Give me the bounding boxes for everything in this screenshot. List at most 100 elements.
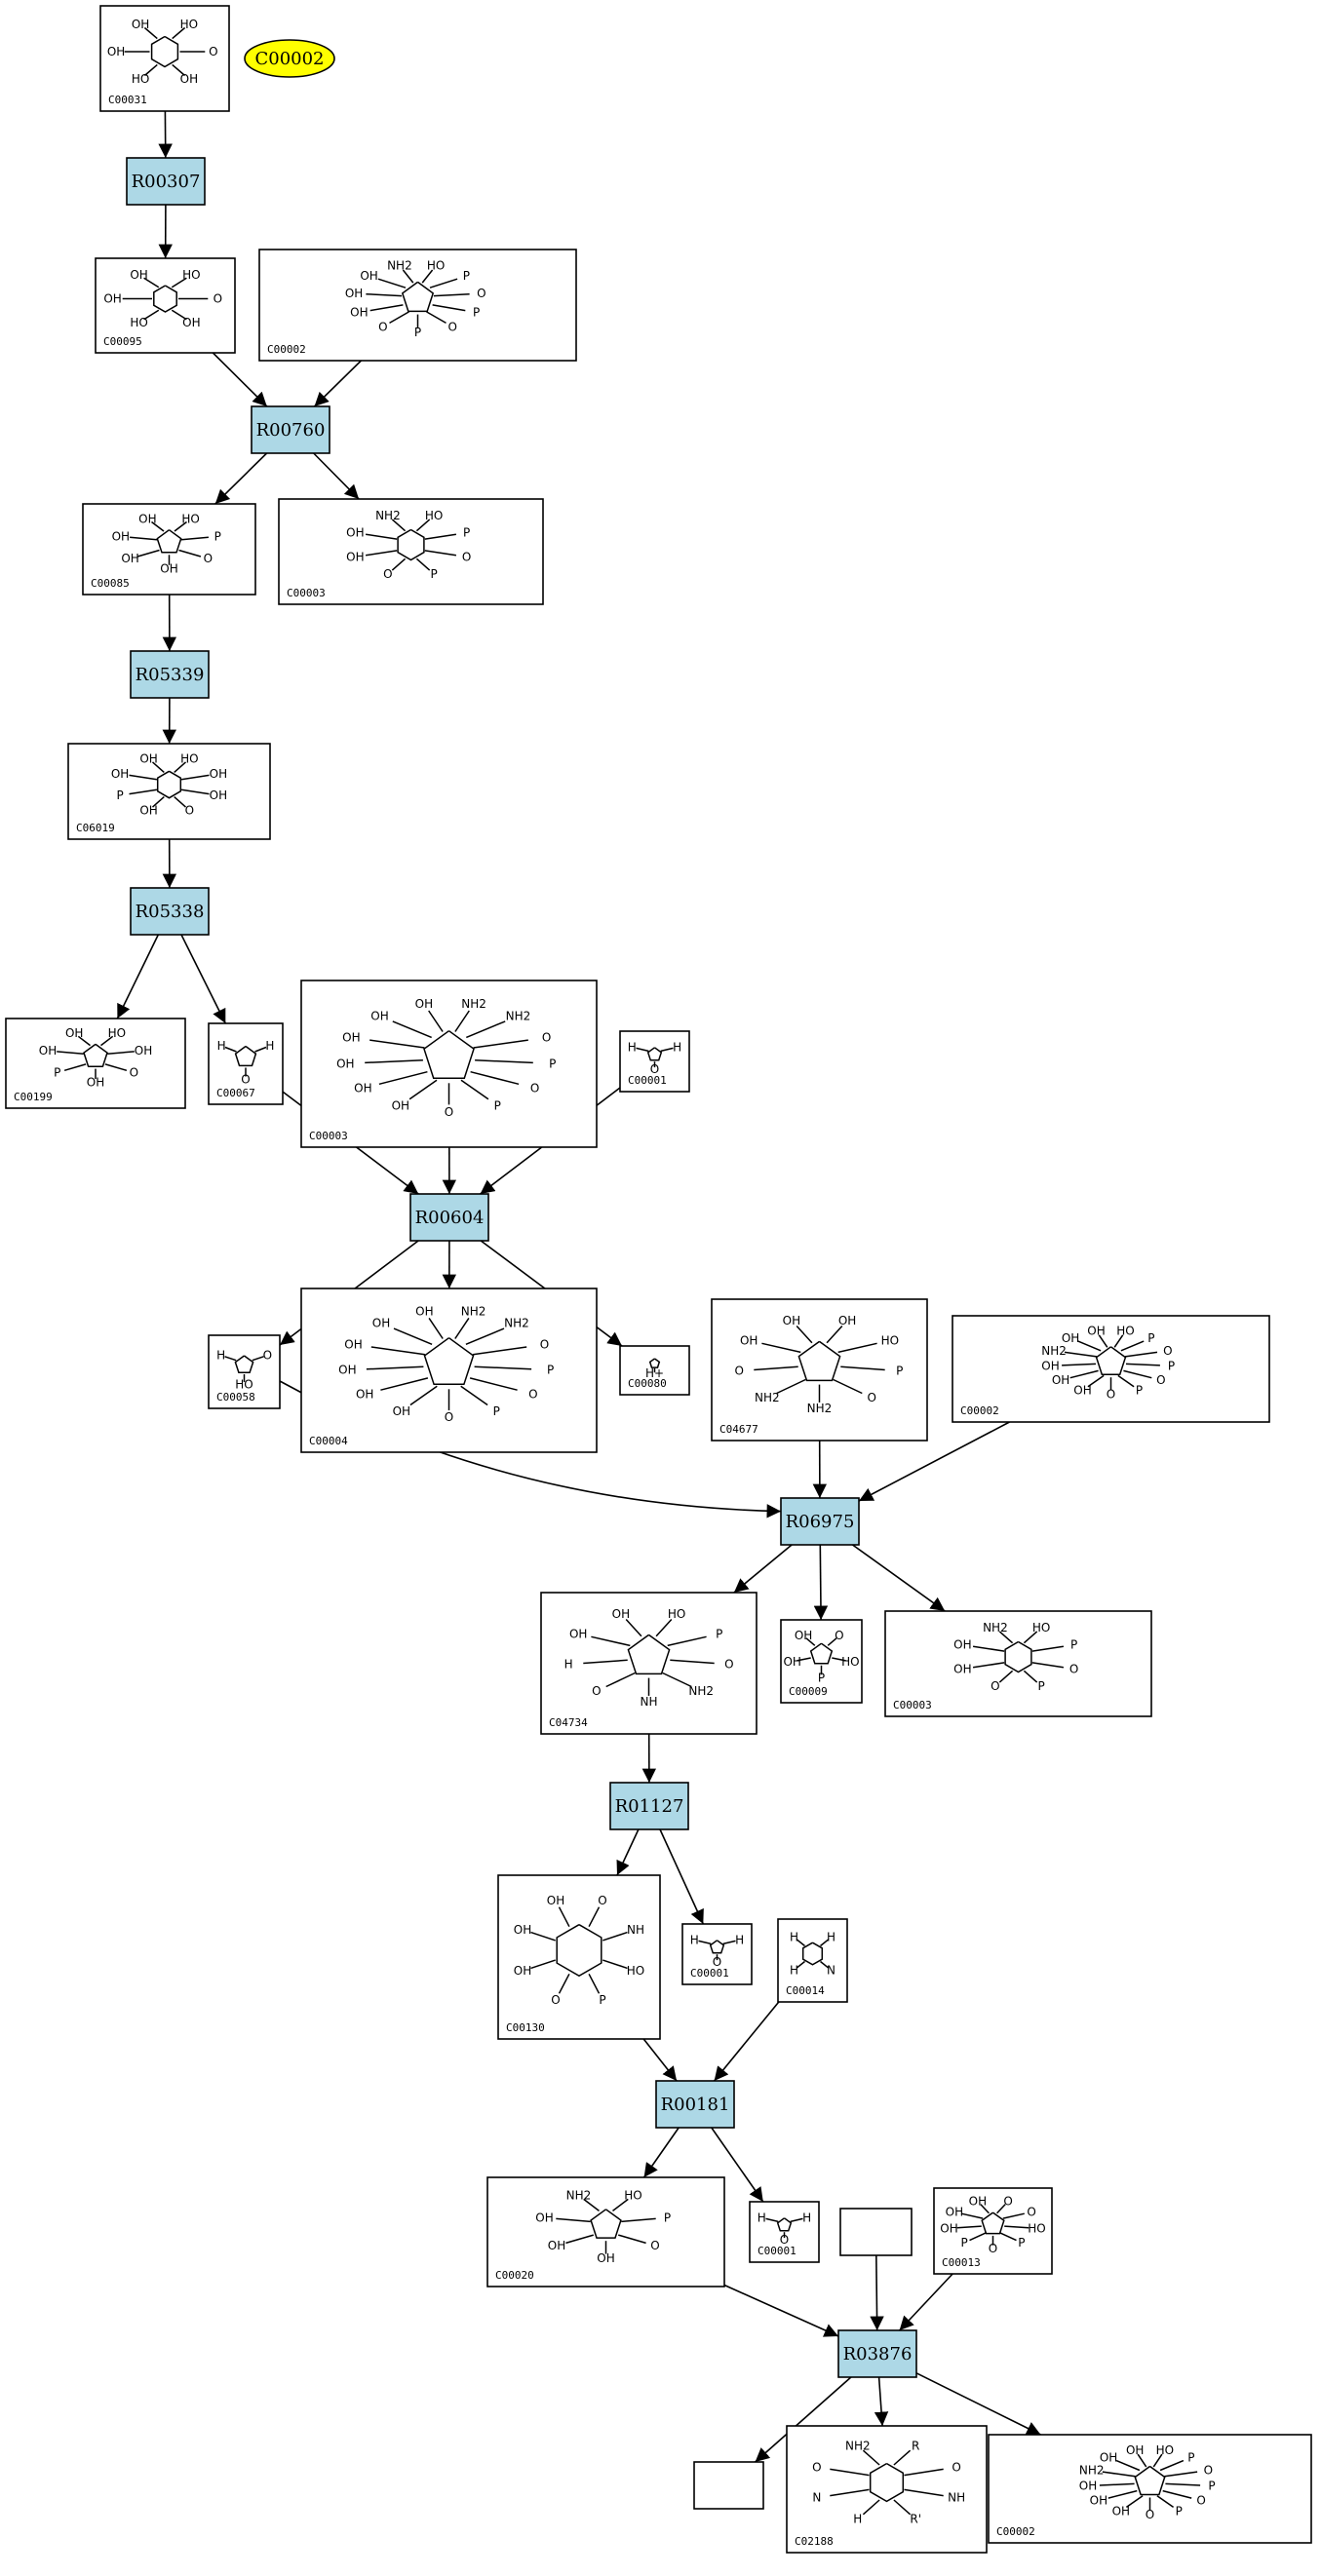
reaction-node[interactable]: R05338: [130, 887, 210, 936]
highlight-node[interactable]: C00002: [244, 39, 335, 78]
atom-label: OH: [360, 269, 377, 283]
atom-label: OH: [342, 1031, 360, 1045]
compound-node[interactable]: [839, 2208, 913, 2256]
atom-label: HO: [132, 72, 149, 86]
compound-node[interactable]: [693, 2461, 764, 2510]
atom-bond: [408, 1079, 438, 1100]
compound-id-label: C00058: [216, 1391, 255, 1403]
atom-bond: [670, 1659, 715, 1665]
atom-label: P: [664, 2211, 671, 2224]
atom-label: OH: [597, 2251, 614, 2265]
ring-bond: [234, 1045, 257, 1067]
atom-bond: [252, 1356, 264, 1362]
atom-label: OH: [1112, 2504, 1130, 2518]
reaction-id-label: R00760: [256, 420, 326, 441]
atom-label: HO: [881, 1333, 899, 1347]
atom-label: OH: [356, 1387, 373, 1401]
atom-bond: [796, 1325, 813, 1344]
atom-label: OH: [39, 1044, 57, 1057]
atom-label: P: [1187, 2450, 1194, 2464]
reaction-arrow: [642, 2038, 678, 2082]
reaction-box: [130, 887, 210, 936]
atom-label: OH: [354, 1082, 371, 1096]
atom-bond: [754, 1365, 798, 1371]
reaction-arrow: [755, 2376, 852, 2463]
atom-label: O: [204, 552, 213, 565]
atom-bond: [143, 26, 158, 40]
atom-label: H: [564, 1658, 573, 1672]
atom-bond: [432, 304, 466, 312]
reaction-node[interactable]: R05339: [130, 650, 210, 699]
compound-node[interactable]: H+C00080: [619, 1345, 690, 1396]
atom-bond: [605, 1672, 636, 1688]
reaction-node[interactable]: R00604: [409, 1193, 489, 1242]
ring-bond: [556, 1924, 602, 1978]
compound-id-label: C00001: [690, 1967, 729, 1980]
atom-bond: [421, 269, 434, 284]
atom-bond: [660, 1047, 674, 1053]
reaction-node[interactable]: R00760: [251, 405, 330, 454]
atom-label: O: [952, 2460, 960, 2474]
reaction-arrow: [616, 1828, 640, 1876]
atom-label: P: [896, 1365, 903, 1378]
atom-label: H: [802, 2211, 811, 2224]
reaction-node[interactable]: R06975: [780, 1497, 860, 1546]
atom-label: R': [910, 2513, 921, 2526]
atom-label: O: [214, 292, 222, 306]
atom-label: OH: [1079, 2480, 1097, 2493]
atom-label: OH: [87, 1076, 104, 1090]
atom-bond: [556, 2217, 591, 2223]
atom-bond: [370, 1346, 426, 1356]
reaction-node[interactable]: R01127: [609, 1782, 689, 1830]
atom-label: H: [790, 1963, 798, 1977]
atom-label: OH: [783, 1655, 800, 1669]
atom-label: NH: [641, 1695, 658, 1709]
atom-bond: [424, 533, 457, 540]
atom-bond: [1064, 1351, 1098, 1358]
atom-label: O: [528, 1387, 537, 1401]
atom-bond: [1004, 2225, 1030, 2229]
atom-label: OH: [138, 512, 156, 525]
atom-bond: [588, 1906, 601, 1928]
reaction-arrow: [723, 2284, 839, 2337]
atom-bond: [1125, 2495, 1144, 2509]
reaction-arrow: [713, 2001, 780, 2082]
atom-label: O: [209, 45, 217, 58]
atom-bond: [143, 277, 160, 288]
atom-bond: [377, 278, 407, 288]
reaction-node[interactable]: R00181: [655, 2080, 735, 2129]
atom-label: OH: [393, 1404, 410, 1418]
atom-label: O: [1204, 2464, 1213, 2478]
reaction-node[interactable]: R00307: [126, 157, 206, 206]
atom-bond: [1102, 2471, 1136, 2478]
atom-label: HO: [1032, 1621, 1050, 1634]
atom-label: OH: [350, 305, 368, 319]
atom-bond: [667, 1635, 707, 1647]
reaction-node[interactable]: R03876: [837, 2329, 917, 2378]
